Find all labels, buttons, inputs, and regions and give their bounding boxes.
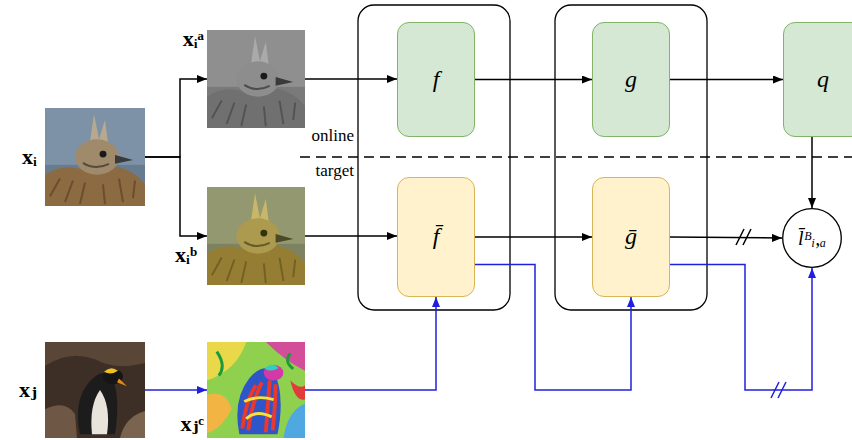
circle-outline xyxy=(783,209,842,268)
online-network-box: q xyxy=(783,22,852,137)
photo-xi xyxy=(45,108,145,206)
target-network-box: f̄ xyxy=(397,177,475,297)
image-tile: xᵢ xyxy=(45,108,145,206)
flow-arrow xyxy=(145,79,207,157)
image-label: xᵢ xyxy=(22,144,37,169)
image-tile: xⱼ xyxy=(45,342,145,438)
image-label: xⱼ xyxy=(19,377,37,402)
online-network-box: g xyxy=(592,22,670,137)
symbol-label: f̄ xyxy=(433,223,440,251)
symbol-label: g xyxy=(625,66,637,94)
photo-xia xyxy=(207,30,305,128)
flow-arrow xyxy=(475,236,592,238)
image-label: xᵢᵇ xyxy=(175,242,197,267)
image-tile: xᵢᵇ xyxy=(207,187,305,285)
flow-arrow xyxy=(305,235,397,237)
augmentation-arrow xyxy=(670,265,812,390)
separator-line xyxy=(300,156,852,158)
branch-label: target xyxy=(316,161,354,181)
photo-xjc xyxy=(207,342,305,438)
photo-xj xyxy=(45,342,145,438)
image-tile: xⱼᶜ xyxy=(207,342,305,438)
online-network-box: f xyxy=(397,22,475,137)
flow-arrow xyxy=(475,79,592,81)
symbol-label: f xyxy=(433,66,440,94)
flow-arrow xyxy=(670,79,783,81)
image-label: xᵢᵃ xyxy=(183,26,204,51)
flow-arrow xyxy=(670,237,782,238)
augmentation-arrow xyxy=(305,297,436,390)
photo-xib xyxy=(207,187,305,285)
augmentation-arrow xyxy=(145,389,207,391)
flow-arrow xyxy=(811,137,813,208)
target-network-box: ḡ xyxy=(592,177,670,297)
flow-arrow xyxy=(145,157,207,236)
image-label: xⱼᶜ xyxy=(180,411,204,436)
symbol-label: ḡ xyxy=(625,223,637,251)
flow-arrow xyxy=(305,78,397,80)
branch-label: online xyxy=(312,126,355,146)
symbol-label: l̄ᴮᵢ,ₐ xyxy=(798,227,826,250)
image-tile: xᵢᵃ xyxy=(207,30,305,128)
loss-circle: l̄ᴮᵢ,ₐ xyxy=(782,208,842,268)
symbol-label: q xyxy=(817,66,829,94)
